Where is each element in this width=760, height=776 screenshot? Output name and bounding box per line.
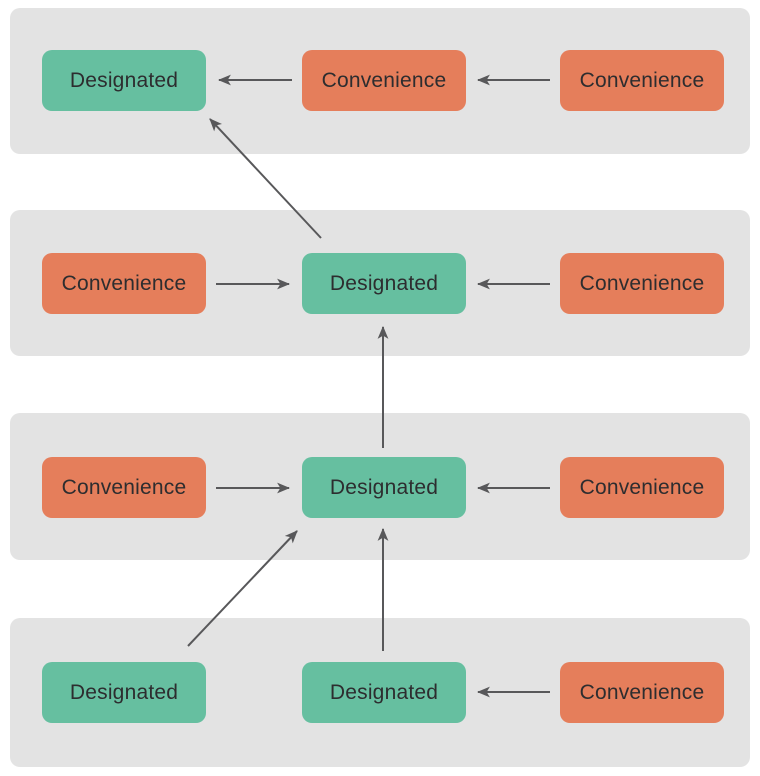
node-label: Designated: [329, 681, 439, 704]
node-convenience-initializer: Convenience: [560, 457, 724, 518]
node-designated-initializer: Designated: [302, 253, 466, 314]
node-designated-initializer: Designated: [302, 457, 466, 518]
node-label: Designated: [69, 69, 179, 92]
node-label: Designated: [329, 476, 439, 499]
node-designated-initializer: Designated: [42, 662, 206, 723]
node-label: Designated: [329, 272, 439, 295]
node-convenience-initializer: Convenience: [560, 253, 724, 314]
node-convenience-initializer: Convenience: [42, 253, 206, 314]
node-label: Convenience: [579, 69, 705, 92]
node-label: Convenience: [579, 272, 705, 295]
node-designated-initializer: Designated: [42, 50, 206, 111]
node-convenience-initializer: Convenience: [560, 662, 724, 723]
node-label: Convenience: [579, 476, 705, 499]
node-convenience-initializer: Convenience: [42, 457, 206, 518]
node-convenience-initializer: Convenience: [302, 50, 466, 111]
node-designated-initializer: Designated: [302, 662, 466, 723]
node-convenience-initializer: Convenience: [560, 50, 724, 111]
node-label: Convenience: [61, 476, 187, 499]
node-label: Convenience: [579, 681, 705, 704]
node-label: Designated: [69, 681, 179, 704]
node-label: Convenience: [321, 69, 447, 92]
node-label: Convenience: [61, 272, 187, 295]
